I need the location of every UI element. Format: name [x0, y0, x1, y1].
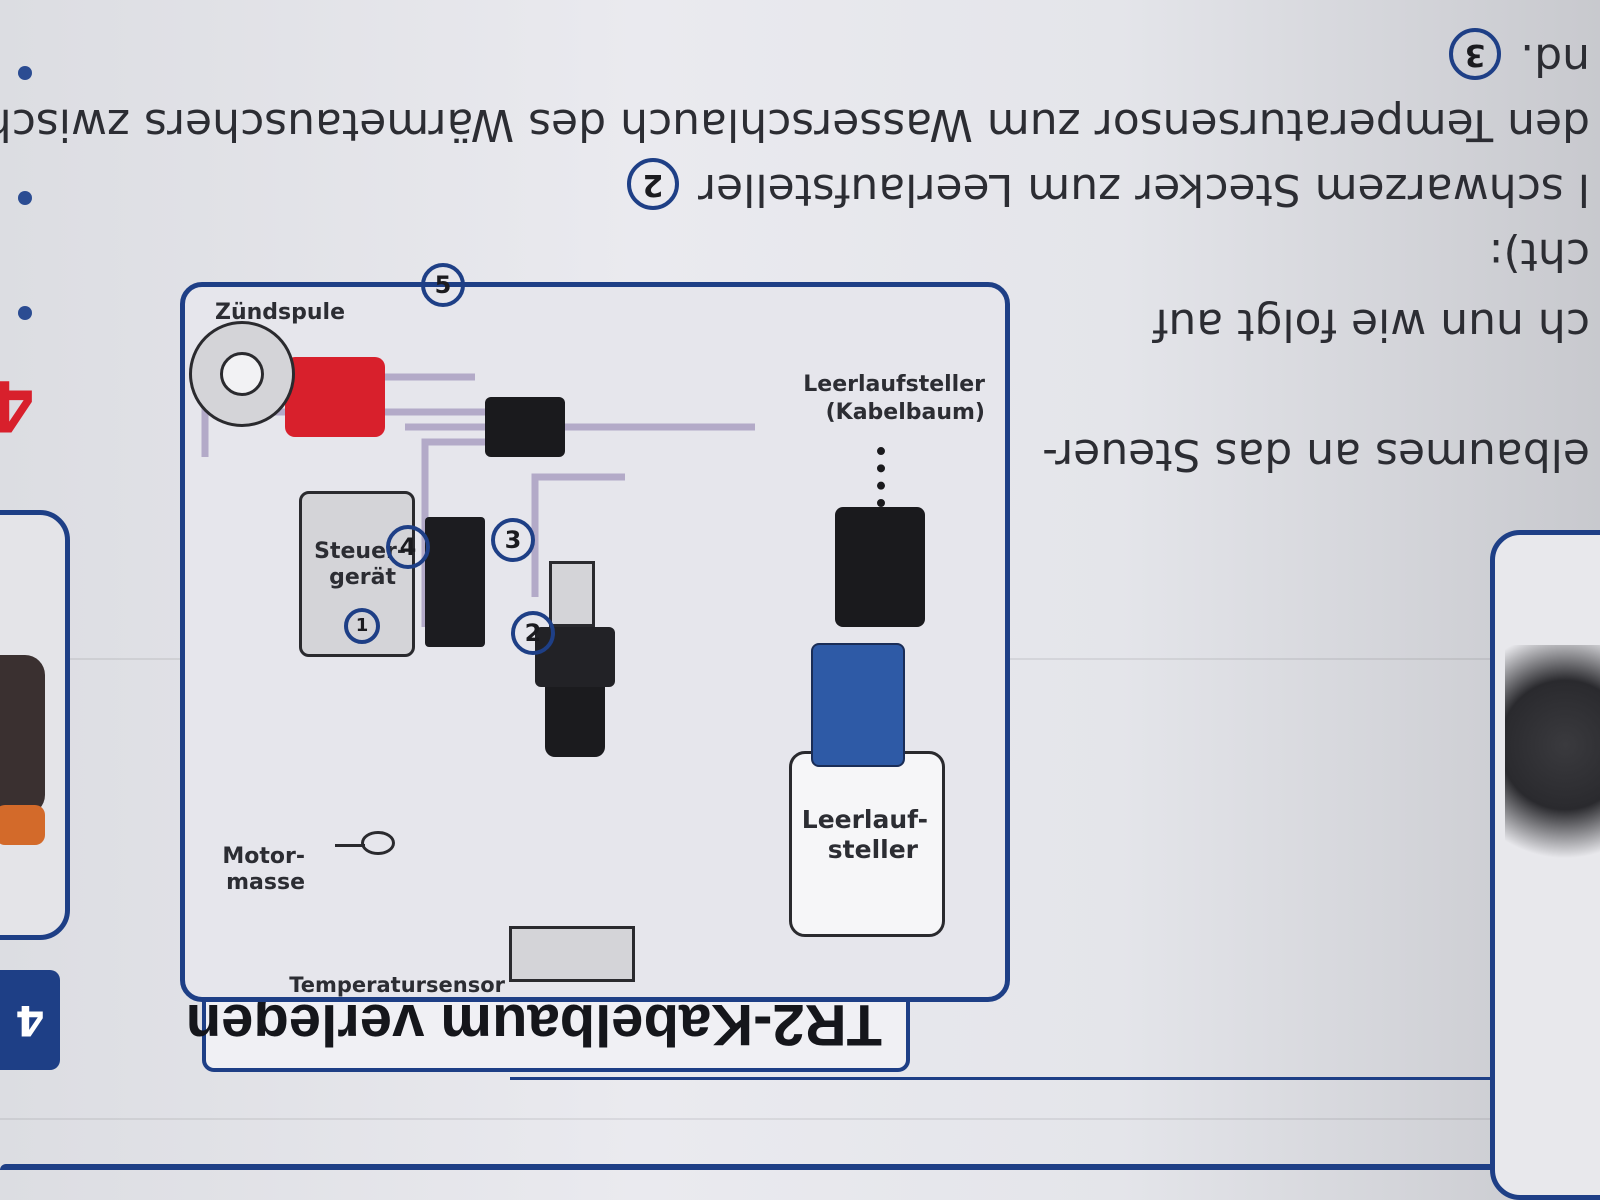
body-line-6-marker: 3	[1449, 28, 1502, 80]
ground-symbol-icon	[325, 831, 395, 857]
label-leerlaufsteller-box-1: Leerlauf-	[801, 805, 928, 834]
body-line-4: l schwarzem Stecker zum Leerlaufsteller	[698, 164, 1590, 215]
control-unit-box: Steuer- gerät 1	[299, 491, 415, 657]
adjacent-photo-accent	[0, 805, 45, 845]
idle-actuator-box: Leerlauf- steller	[789, 751, 945, 937]
black-plug-icon	[485, 397, 565, 457]
header-rule-thin	[510, 1077, 1600, 1080]
body-line-3: cht):	[1488, 229, 1590, 280]
marker-4: 4	[386, 525, 430, 569]
marker-1: 1	[344, 608, 380, 644]
body-line-4-row: l schwarzem Stecker zum Leerlaufsteller …	[626, 158, 1590, 215]
marker-5: 5	[421, 263, 465, 307]
page-fold	[0, 1118, 1600, 1120]
section-number: 4	[15, 996, 45, 1045]
ignition-coil-icon	[189, 321, 295, 427]
label-motormasse-2: masse	[226, 870, 305, 895]
dotted-link	[869, 447, 885, 507]
adjacent-photo-content	[1505, 645, 1600, 895]
body-line-2: ch nun wie folgt auf	[1152, 299, 1590, 350]
marker-2: 2	[511, 611, 555, 655]
label-temperatursensor: Temperatursensor	[289, 973, 505, 997]
bullet-dot	[18, 306, 32, 320]
bullet-dot	[18, 66, 32, 80]
red-step-number: 4	[0, 364, 35, 446]
body-line-6-row: nd. 3	[1449, 28, 1590, 85]
label-leerlaufsteller-box-2: steller	[827, 835, 918, 864]
blue-connector-icon	[811, 643, 905, 767]
wiring-diagram: Temperatursensor Motor- masse Leerlauf- …	[180, 263, 1010, 1002]
label-motormasse-1: Motor-	[222, 844, 305, 869]
label-leerlaufsteller-kabelbaum-2: (Kabelbaum)	[825, 400, 985, 425]
section-number-badge: 4	[0, 970, 60, 1070]
control-unit-connector-icon	[425, 517, 485, 647]
body-line-5: den Temperatursensor zum Wasserschlauch …	[0, 99, 1590, 150]
black-connector-icon	[835, 507, 925, 627]
label-leerlaufsteller-kabelbaum-1: Leerlaufsteller	[803, 372, 985, 397]
temperature-sensor-icon	[535, 557, 615, 757]
label-zuendspule: Zündspule	[215, 300, 345, 325]
adjacent-photo-frame-2	[0, 510, 70, 940]
label-steuergeraet-2: gerät	[329, 565, 396, 590]
marker-3: 3	[491, 518, 535, 562]
body-line-4-marker: 2	[626, 158, 679, 210]
temperature-sensor-pipe	[509, 926, 635, 982]
body-line-6: nd.	[1520, 34, 1590, 85]
header-rule	[0, 1164, 1600, 1170]
adjacent-photo-content-2	[0, 655, 45, 815]
red-connector-icon	[285, 357, 385, 437]
wire-motor	[531, 473, 625, 597]
body-line-1: elbaumes an das Steuer-	[1042, 429, 1590, 480]
bullet-dot	[18, 191, 32, 205]
adjacent-photo-frame	[1490, 530, 1600, 1200]
